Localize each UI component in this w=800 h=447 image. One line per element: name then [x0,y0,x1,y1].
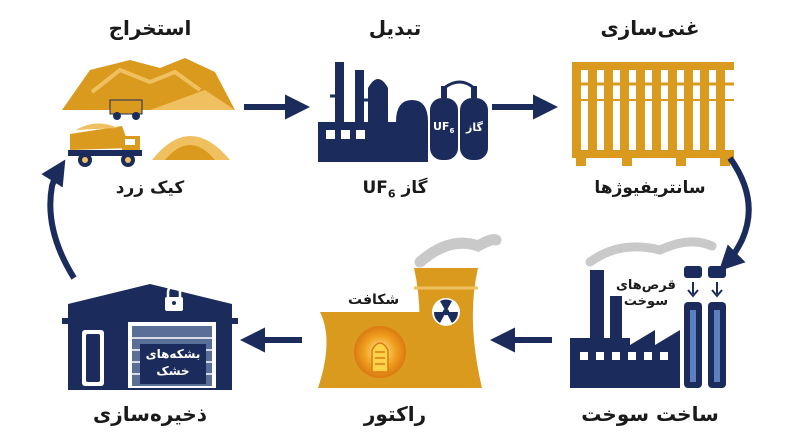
lock-icon [165,284,183,311]
annotation-line2: سوخت [623,294,668,309]
door-line1: بشکه‌های [145,347,201,361]
tank-left-label: UF6 [433,120,454,135]
stage-title-conversion: تبدیل [368,16,422,40]
arrow-enrichment-to-fabrication [718,156,752,272]
stage-title-mining: استخراج [108,16,192,40]
stage-title-enrichment: غنی‌سازی [600,16,700,40]
reactor-illustration [318,234,502,388]
product-formula: UF [362,178,388,198]
stage-product-enrichment: سانتریفیوژها [594,178,706,198]
stage-title-storage: ذخیره‌سازی [92,402,208,426]
fuel-fabrication-illustration [570,237,726,388]
tank-left-main: UF [433,120,450,133]
tank-left-sub: 6 [449,127,455,136]
conversion-illustration [318,62,488,162]
product-subscript: 6 [387,187,396,201]
centrifuges-illustration [572,62,734,166]
stage-product-conversion: گاز UF6 [362,178,427,200]
storage-door-label: بشکه‌های خشک [140,346,206,380]
storage-illustration [62,284,238,390]
reactor-annotation: شکافت [348,292,400,308]
stage-title-fabrication: ساخت سوخت [581,402,719,426]
door-line2: خشک [156,364,190,378]
stage-title-reactor: راکتور [363,402,427,426]
arrow-storage-to-mining [41,159,77,280]
tank-right-label: گاز [466,121,483,134]
annotation-line1: قرص‌های [616,278,676,293]
product-prefix: گاز [401,178,428,198]
mining-illustration [62,58,235,167]
product-formula-wrap: UF6 [362,178,396,201]
stage-product-mining: کیک زرد [115,178,185,198]
